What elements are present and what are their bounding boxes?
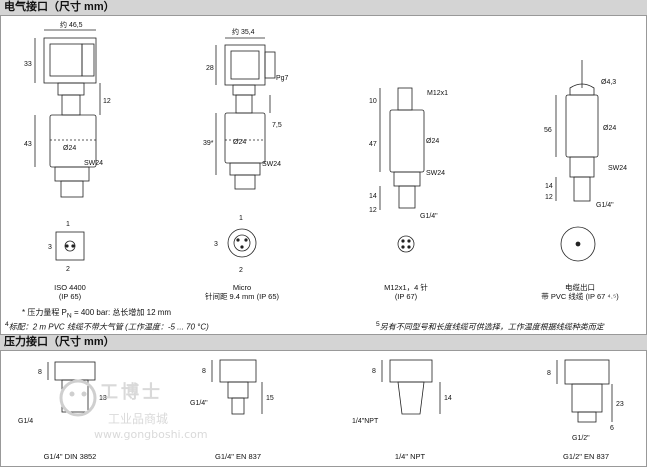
micro-width: 约 35,4 (232, 27, 255, 36)
watermark-logo-text: 工博士 (100, 382, 163, 403)
m12-sub: (IP 67) (394, 292, 418, 301)
p4-caption: G1/2" EN 837 (562, 452, 610, 461)
cable-g: G1/4" (596, 202, 614, 209)
cable-drawing (555, 60, 599, 262)
micro-drawing (215, 37, 276, 258)
micro-pin-top: 1 (239, 215, 243, 222)
iso-name: ISO 4400 (54, 283, 86, 292)
p1-caption: G1/4" DIN 3852 (43, 452, 97, 461)
micro-h2: 7,5 (272, 122, 282, 129)
m12-h0: 10 (369, 98, 377, 105)
p4-c: G1/2" (572, 435, 590, 442)
iso4400-drawing (34, 29, 101, 261)
cable-sub: 带 PVC 线缆 (IP 67 ⁴˒⁵) (541, 292, 619, 301)
note-5-mark: 5 (376, 321, 380, 328)
m12-h1: 47 (369, 141, 377, 148)
cable-dia: Ø4,3 (601, 79, 616, 86)
note-4: 4标配：2 m PVC 线缆不带大气管 (工作温度：-5 ... 70 °C) (5, 321, 209, 333)
micro-sub: 针间距 9.4 mm (IP 65) (204, 292, 280, 301)
p2-a: 8 (202, 368, 206, 375)
p3-a: 8 (372, 368, 376, 375)
m12-sw: SW24 (426, 170, 445, 177)
cable-h3: 12 (545, 194, 553, 201)
pressure-range-note: * 压力量程 PN = 400 bar: 总长增加 12 mm (22, 307, 171, 320)
note-5-text: 另有不同型号和长度线缆可供选择，工作温度根据线缆种类而定 (379, 322, 604, 332)
iso-caption: ISO 4400 (IP 65) (44, 283, 96, 301)
note-star-sub: N (66, 312, 72, 320)
cable-name: 电缆出口 (565, 283, 595, 292)
m12-caption: M12x1，4 针 (IP 67) (376, 283, 436, 301)
electrical-section-title: 电气接口（尺寸 mm） (0, 0, 647, 15)
note-5: 5另有不同型号和长度线缆可供选择，工作温度根据线缆种类而定 (376, 321, 604, 333)
p4-d: 6 (610, 425, 614, 432)
p2-c: G1/4" (190, 400, 208, 407)
p4-b: 23 (616, 401, 624, 408)
cable-sw: SW24 (608, 165, 627, 172)
iso-h3: 43 (24, 141, 32, 148)
iso-sub: (IP 65) (58, 292, 82, 301)
watermark-subtitle: 工业品商城 (108, 412, 169, 426)
m12-h2: 14 (369, 193, 377, 200)
iso-h2: 12 (103, 98, 111, 105)
micro-h3: 39* (203, 140, 214, 147)
p1-c: G1/4 (18, 418, 33, 425)
iso-pin-top: 1 (66, 221, 70, 228)
note-4-mark: 4 (5, 321, 9, 328)
cable-caption: 电缆出口 带 PVC 线缆 (IP 67 ⁴˒⁵) (535, 283, 625, 301)
iso-pin-left: 3 (48, 244, 52, 251)
note-4-text: 标配：2 m PVC 线缆不带大气管 (工作温度：-5 ... 70 °C) (8, 322, 209, 332)
m12-thread: M12x1 (427, 90, 448, 97)
micro-name: Micro (232, 283, 252, 292)
micro-pg: Pg7 (276, 75, 289, 82)
p1-b: 13 (99, 395, 107, 402)
p2-b: 15 (266, 395, 274, 402)
p3-b: 14 (444, 395, 452, 402)
p4-a: 8 (547, 370, 551, 377)
iso-pin-right: 2 (66, 266, 70, 273)
m12-g: G1/4" (420, 213, 438, 220)
iso-width: 约 46,5 (60, 20, 83, 29)
micro-h1: 28 (206, 65, 214, 72)
micro-pin-left: 3 (214, 241, 218, 248)
cable-h2: 14 (545, 183, 553, 190)
p3-c: 1/4"NPT (352, 418, 379, 425)
iso-sw: SW24 (84, 160, 103, 167)
m12-h3: 12 (369, 207, 377, 214)
m12-name: M12x1，4 针 (384, 283, 428, 292)
note-star: * 压力量程 P (22, 308, 67, 317)
p1-a: 8 (38, 369, 42, 376)
micro-pin-bottom: 2 (239, 267, 243, 274)
pressure-section-title: 压力接口（尺寸 mm） (0, 335, 647, 350)
micro-caption: Micro 针间距 9.4 mm (IP 65) (202, 283, 282, 301)
note-star-tail: = 400 bar: 总长增加 12 mm (71, 308, 172, 317)
iso-h1: 33 (24, 61, 32, 68)
iso-dia: Ø24 (63, 145, 76, 152)
micro-sw: SW24 (262, 161, 281, 168)
cable-body-dia: Ø24 (603, 125, 616, 132)
m12-drawing (379, 87, 425, 253)
watermark-url: www.gongboshi.com (94, 428, 208, 441)
micro-dia: Ø24 (233, 139, 246, 146)
p3-caption: 1/4" NPT (394, 452, 426, 461)
m12-dia: Ø24 (426, 138, 439, 145)
p2-caption: G1/4" EN 837 (214, 452, 262, 461)
cable-h1: 56 (544, 127, 552, 134)
